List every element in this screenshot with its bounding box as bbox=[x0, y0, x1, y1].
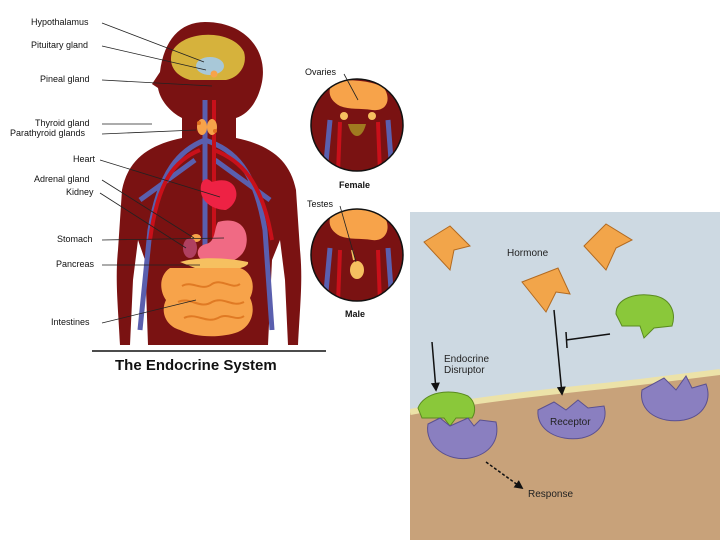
hormone-shape bbox=[583, 223, 634, 271]
label-hormone: Hormone bbox=[507, 248, 549, 259]
label-hypothalamus: Hypothalamus bbox=[31, 17, 89, 27]
receptor-shape bbox=[427, 417, 498, 460]
caption-male: Male bbox=[345, 309, 366, 319]
label-intestines: Intestines bbox=[51, 317, 90, 327]
label-stomach: Stomach bbox=[57, 234, 93, 244]
hormone-shape bbox=[423, 225, 471, 272]
label-pancreas: Pancreas bbox=[56, 259, 95, 269]
label-response: Response bbox=[528, 489, 574, 500]
endocrine-system-diagram: Hypothalamus Pituitary gland Pineal glan… bbox=[10, 17, 404, 374]
label-endocrine-disruptor: Endocrine Disruptor bbox=[444, 354, 490, 376]
hormone-receptor-panel: Hormone Endocrine Disruptor Receptor Res… bbox=[410, 212, 720, 540]
label-heart: Heart bbox=[73, 154, 96, 164]
arrow-disruptor bbox=[430, 341, 440, 392]
label-kidney: Kidney bbox=[66, 187, 94, 197]
label-pituitary-gland: Pituitary gland bbox=[31, 40, 89, 50]
label-parathyroid-glands: Parathyroid glands bbox=[10, 128, 86, 138]
diagram-title: The Endocrine System bbox=[115, 357, 277, 374]
kidney bbox=[183, 238, 197, 258]
pancreas bbox=[180, 258, 249, 271]
arrow-response bbox=[485, 461, 524, 490]
caption-female: Female bbox=[339, 180, 371, 190]
disruptor-shape bbox=[417, 391, 476, 427]
male-inset bbox=[310, 205, 404, 302]
female-inset bbox=[310, 73, 404, 172]
pineal-gland bbox=[210, 70, 218, 78]
inhibition-line bbox=[565, 333, 611, 341]
label-testes: Testes bbox=[307, 199, 334, 209]
cell-membrane bbox=[410, 372, 720, 540]
receptor-shape bbox=[537, 399, 606, 440]
heart bbox=[200, 179, 237, 210]
stomach bbox=[197, 220, 247, 264]
receptor-illustration bbox=[410, 212, 720, 540]
label-adrenal-gland: Adrenal gland bbox=[34, 174, 90, 184]
receptor-shape bbox=[641, 375, 709, 422]
thyroid-gland bbox=[197, 119, 217, 135]
label-thyroid-gland: Thyroid gland bbox=[35, 118, 90, 128]
disruptor-shape bbox=[615, 294, 674, 339]
label-pineal-gland: Pineal gland bbox=[40, 74, 90, 84]
pituitary-gland bbox=[196, 57, 224, 75]
label-ovaries: Ovaries bbox=[305, 67, 337, 77]
intestines bbox=[161, 268, 253, 337]
body-illustration bbox=[92, 22, 404, 352]
arrow-hormone-receptor bbox=[553, 309, 566, 396]
leader-lines bbox=[99, 22, 225, 324]
label-receptor: Receptor bbox=[550, 417, 591, 428]
hormone-shape bbox=[521, 267, 571, 313]
